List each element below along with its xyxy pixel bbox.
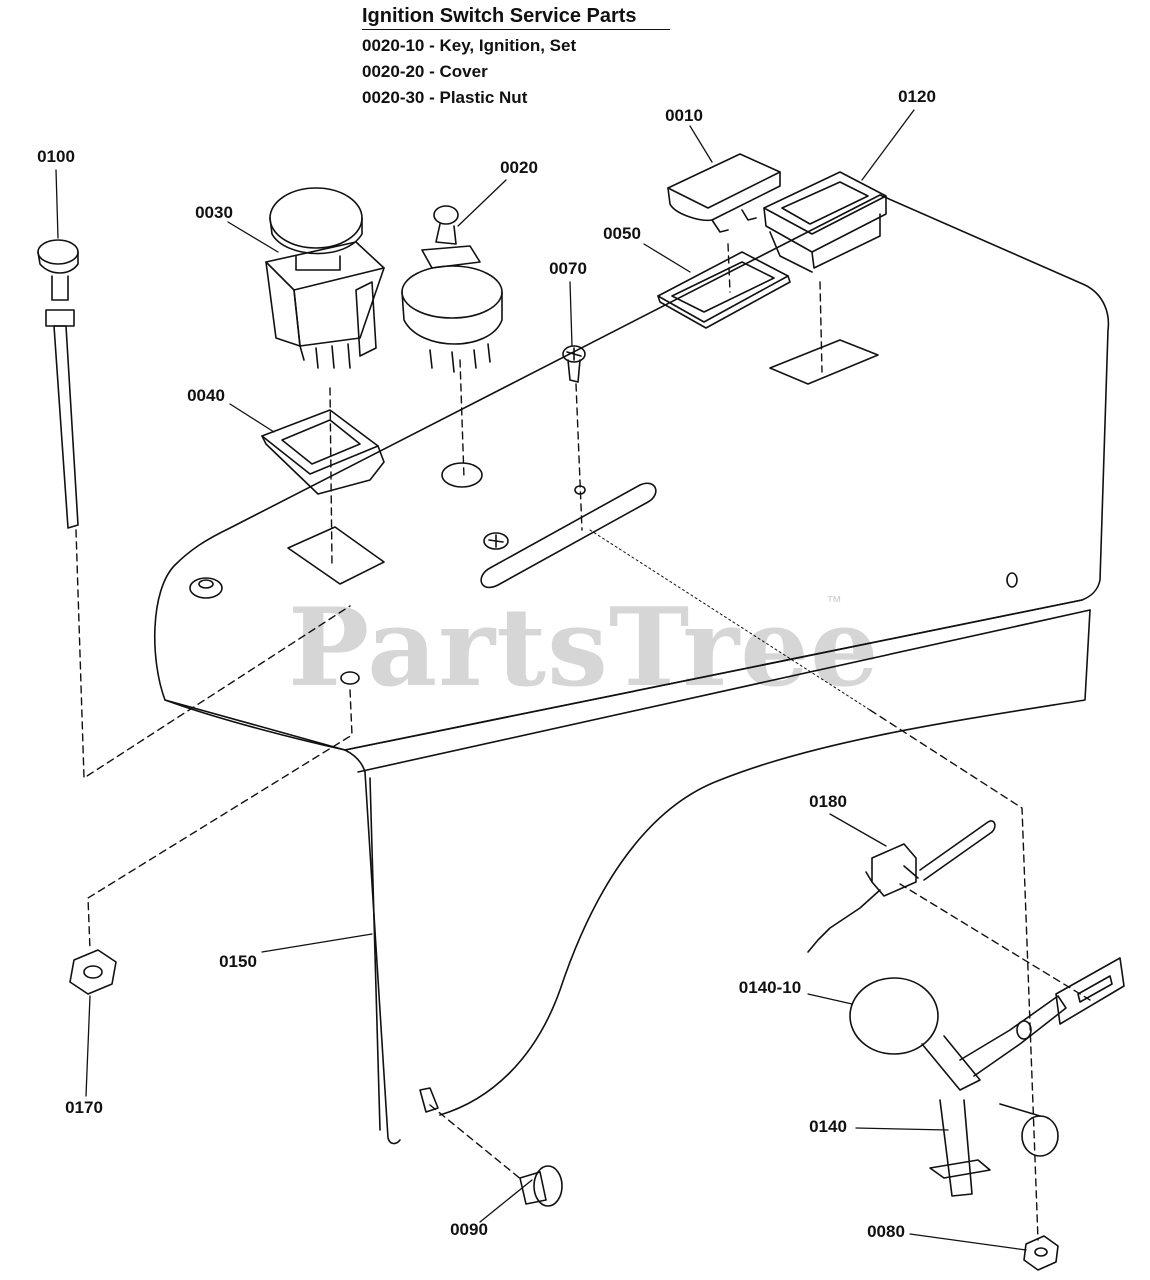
- choke-rod-part: [37, 239, 79, 529]
- assembly-lines: [75, 243, 1091, 1241]
- nut-part-left: [69, 949, 117, 995]
- pto-switch-part: [265, 187, 385, 369]
- callout-0020[interactable]: 0020: [500, 158, 538, 177]
- callout-0010[interactable]: 0010: [665, 106, 703, 125]
- rocker-switch-part: [763, 171, 887, 273]
- leader-lines: [55, 109, 1027, 1251]
- cable-clip-part: [807, 820, 996, 953]
- callout-0040[interactable]: 0040: [187, 386, 225, 405]
- nut-part-right: [1023, 1235, 1059, 1271]
- service-part-line-2: 0020-20 - Cover: [362, 62, 488, 81]
- callout-0070[interactable]: 0070: [549, 259, 587, 278]
- callout-0180[interactable]: 0180: [809, 792, 847, 811]
- header-title: Ignition Switch Service Parts: [362, 5, 670, 30]
- callout-0050[interactable]: 0050: [603, 224, 641, 243]
- callout-0150[interactable]: 0150: [219, 952, 257, 971]
- callout-0030[interactable]: 0030: [195, 203, 233, 222]
- service-part-line-3: 0020-30 - Plastic Nut: [362, 88, 528, 107]
- push-pin-part: [519, 1165, 563, 1207]
- callout-0140-10[interactable]: 0140-10: [738, 978, 802, 997]
- watermark-trademark: ™: [826, 594, 842, 611]
- callout-0100[interactable]: 0100: [37, 147, 75, 166]
- watermark-logo: PartsTree: [288, 585, 880, 711]
- plug-part: [667, 153, 781, 233]
- service-part-line-1: 0020-10 - Key, Ignition, Set: [362, 36, 577, 55]
- dotted-link-line: [589, 529, 871, 711]
- ignition-switch-part: [401, 205, 503, 373]
- callout-0080[interactable]: 0080: [867, 1222, 905, 1241]
- screw-part: [562, 345, 586, 383]
- throttle-lever-part: [849, 957, 1125, 1197]
- callout-0090[interactable]: 0090: [450, 1220, 488, 1239]
- callout-0170[interactable]: 0170: [65, 1098, 103, 1117]
- dash-panel: [153, 194, 1110, 1145]
- pto-bezel-part: [261, 409, 385, 495]
- callout-0120[interactable]: 0120: [898, 87, 936, 106]
- bezel-part: [657, 251, 791, 329]
- callout-0140[interactable]: 0140: [809, 1117, 847, 1136]
